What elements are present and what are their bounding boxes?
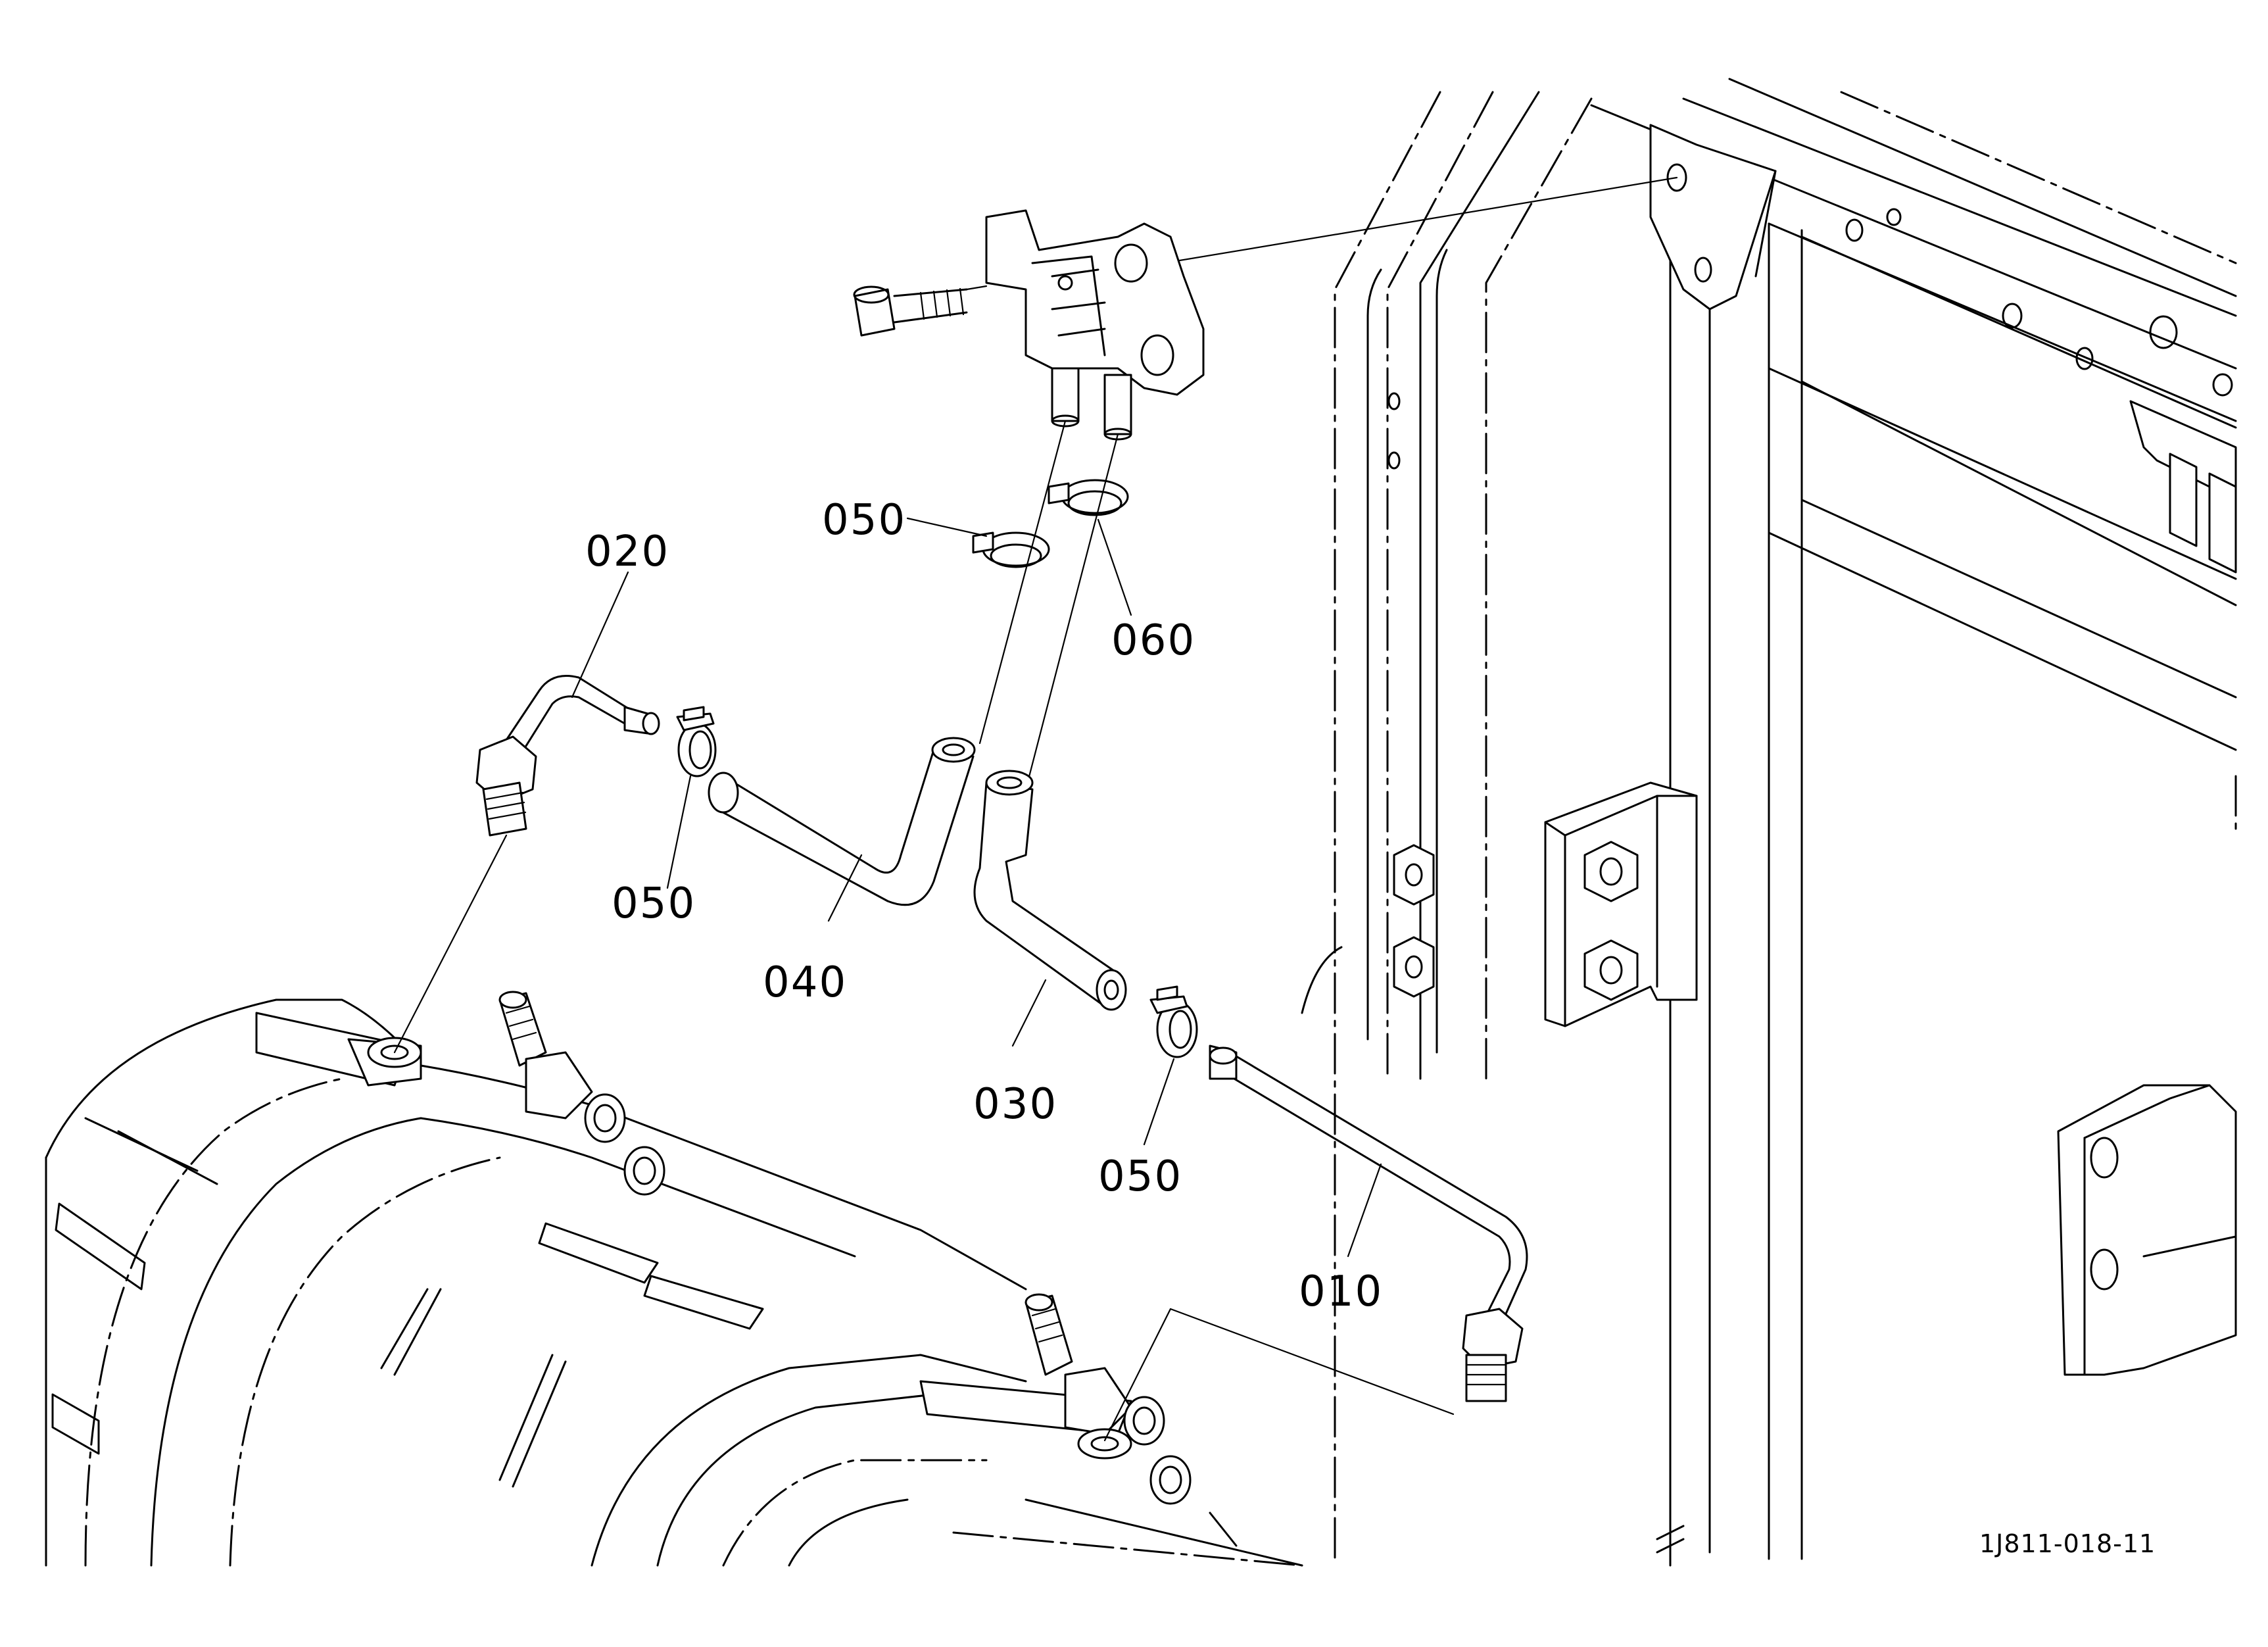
mounting-bolt	[853, 285, 988, 337]
callout-030: 030	[973, 1080, 1057, 1129]
drawing-number: 1J811-018-11	[1979, 1529, 2156, 1558]
callout-010: 010	[1299, 1267, 1383, 1316]
pipe-010	[1209, 1045, 1528, 1402]
guide-line-030	[1025, 433, 1119, 791]
pressure-sensor	[985, 176, 1678, 441]
hose-030	[973, 770, 1127, 1011]
clamp-050-top	[972, 531, 1050, 568]
callout-020: 020	[585, 528, 669, 576]
callout-040: 040	[763, 958, 847, 1007]
clamp-060	[1048, 479, 1129, 516]
callout-050-left: 050	[612, 879, 696, 928]
hose-040	[708, 737, 976, 906]
callout-060: 060	[1111, 616, 1195, 665]
callout-050-top: 050	[822, 496, 906, 545]
connection-lines	[393, 834, 1455, 1442]
pipe-020	[475, 675, 660, 837]
guide-line-040	[978, 420, 1067, 745]
muffler-body	[45, 991, 1303, 1567]
clamp-050-left	[676, 706, 717, 777]
callout-leaders	[571, 517, 1382, 1258]
clamp-050-bottom	[1149, 985, 1198, 1058]
callout-050-bottom: 050	[1098, 1152, 1182, 1201]
frame-structure	[1301, 78, 2237, 1567]
